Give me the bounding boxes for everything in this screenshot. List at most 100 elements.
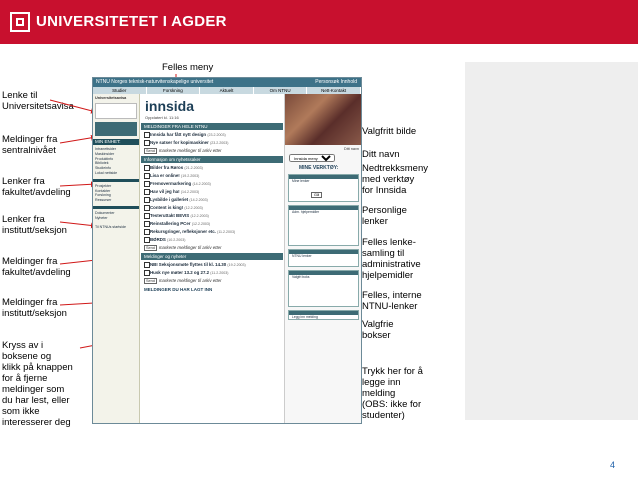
news-item-title[interactable]: Lysbilde i galleriet (150, 197, 189, 202)
sidebar-link-11[interactable]: Nyheter (95, 215, 108, 220)
box-label[interactable]: Legg inn melding (292, 314, 318, 319)
nav-item-aktuelt[interactable]: Aktuelt (200, 87, 254, 94)
news-item-date: (23.2.2003) (207, 133, 226, 137)
sidebar-link-1[interactable]: Maskinsider (95, 151, 115, 156)
sidebar-bottom-link[interactable]: Til NTNUs startside (95, 224, 127, 229)
news-item-date: (11.2.2003) (217, 230, 236, 234)
news-item[interactable]: Content is king! (12.2.2003) (144, 205, 280, 211)
news-item[interactable]: Husk nye møter 13.2 og 27.2 (11.2.2003) (144, 270, 280, 276)
news-item-date: (23.2.2003) (210, 141, 229, 145)
news-item[interactable]: Rekursgringer, refleksjoner etc. (11.2.2… (144, 229, 280, 235)
news-item[interactable]: Lisa er online! (19.2.2003) (144, 173, 280, 179)
personal-links-box: Mine lenker Gå (288, 174, 359, 203)
news-item-title[interactable]: Fremovermarkering (150, 181, 192, 186)
news-item-date: (19.2.2003) (181, 174, 200, 178)
box-label[interactable]: Adm. hjelpemidler (292, 210, 320, 215)
universitetsavisa-link[interactable]: Universitetsavisa (95, 96, 127, 100)
news-item-title[interactable]: Content is king! (150, 205, 184, 210)
news-item-title[interactable]: Nye satser for kopimaskiner (150, 140, 209, 145)
news-item[interactable]: Nye satser for kopimaskiner (23.2.2003) (144, 140, 280, 146)
my-posted-messages[interactable]: MELDINGER DU HAR LAGT INN (141, 286, 283, 293)
box-header (289, 249, 358, 254)
page-number: 4 (610, 460, 616, 470)
news-item[interactable]: Reinstallering PCer (12.2.2003) (144, 221, 280, 227)
sidebar-link-3[interactable]: Bibliotek (95, 161, 109, 166)
ntnu-navbar: Studier Forskning Aktuelt Om NTNU Nett-K… (93, 87, 361, 94)
innsida-right-sidebar: Ditt navn Innsida meny MINE VERKTØY: Min… (284, 94, 361, 423)
mark-send-button[interactable]: Send (144, 148, 157, 154)
ntnu-links-box: NTNU lenker (288, 248, 359, 268)
news-item[interactable]: Fremovermarkering (14.2.2003) (144, 181, 280, 187)
sidebar-divider (93, 178, 139, 182)
box-label[interactable]: Valgfri boks (292, 275, 310, 280)
go-button[interactable]: Gå (311, 192, 323, 199)
news-item-title[interactable]: Testeruttakt BEVIS (150, 213, 190, 218)
user-photo[interactable] (285, 94, 361, 145)
nav-item-studier[interactable]: Studier (93, 87, 147, 94)
news-item[interactable]: Bilder fra Røros (21.2.2003) (144, 165, 280, 171)
box-label[interactable]: NTNU lenker (292, 253, 312, 258)
news-item-title[interactable]: Hav vil jeg ha! (150, 189, 180, 194)
tools-dropdown[interactable]: Innsida meny (289, 154, 335, 162)
innsida-title: innsida (145, 98, 195, 114)
news-item[interactable]: BØRDS (10.2.2003) (144, 237, 280, 243)
ntnu-topbar-title: NTNU Norges teknisk-naturvitenskapelige … (96, 79, 214, 85)
news-item-title[interactable]: Husk nye møter 13.2 og 27.2 (150, 270, 210, 275)
nav-item-om-ntnu[interactable]: Om NTNU (254, 87, 308, 94)
nav-item-nett-kontakt[interactable]: Nett-Kontakt (307, 87, 361, 94)
news-item-date: (14.2.2003) (180, 190, 200, 194)
news-item-date: (14.2.2003) (189, 198, 208, 202)
ntnu-topbar-links[interactable]: Personsøk Innhold (315, 79, 357, 85)
news-item-title[interactable]: Innsida har fått nytt design (150, 132, 207, 137)
news-item-title[interactable]: NBI Seksjonsmøte flyttes til kl. 14.30 (150, 262, 227, 267)
news-item-title[interactable]: Lisa er online! (150, 173, 180, 178)
sidebar-link-8[interactable]: Forskning (95, 193, 111, 198)
mark-label: markerte meldinger til arkiv etter (158, 278, 222, 283)
mark-send-button[interactable]: Send (144, 278, 157, 284)
box-header (289, 175, 358, 179)
news-item-date: (12.2.2003) (190, 214, 209, 218)
news-item[interactable]: Lysbilde i galleriet (14.2.2003) (144, 197, 280, 203)
news-item-title[interactable]: Bilder fra Røros (150, 165, 184, 170)
nav-item-forskning[interactable]: Forskning (147, 87, 201, 94)
news-item-title[interactable]: Rekursgringer, refleksjoner etc. (150, 229, 216, 234)
sidebar-link-4[interactable]: Studieinfo (95, 166, 111, 171)
section-central: MELDINGER FRA HELE NTNU (141, 123, 283, 130)
innsida-main: innsida Oppdatert kl. 11:16 MELDINGER FR… (141, 94, 283, 423)
news-item-title[interactable]: BØRDS (150, 237, 166, 242)
mark-send-button[interactable]: Send (144, 245, 157, 251)
sidebar-link-7[interactable]: Kontakter (95, 188, 111, 193)
news-item-date: (14.2.2003) (192, 182, 211, 186)
sidebar-link-5[interactable]: Lokal nettside (95, 170, 118, 175)
sidebar-link-6[interactable]: Prosjekter (95, 183, 112, 188)
news-item[interactable]: NBI Seksjonsmøte flyttes til kl. 14.30 (… (144, 262, 280, 268)
box-header (289, 271, 358, 276)
post-message-box: Legg inn melding (288, 309, 359, 321)
my-unit-header: MIN ENHET: (93, 139, 139, 145)
news-item-title[interactable]: Reinstallering PCer (150, 221, 191, 226)
innsida-updated: Oppdatert kl. 11:16 (145, 115, 179, 120)
sidebar-link-2[interactable]: Produktinfo (95, 156, 114, 161)
news-item[interactable]: Innsida har fått nytt design (23.2.2003) (144, 132, 280, 138)
sidebar-link-9[interactable]: Ressurser (95, 198, 112, 203)
brand-title: UNIVERSITETET I AGDER (36, 13, 227, 30)
arrow-institutt-lenker (59, 221, 97, 229)
sidebar-link-10[interactable]: Dokumenter (95, 210, 115, 215)
ntnu-topbar: NTNU Norges teknisk-naturvitenskapelige … (93, 78, 361, 87)
innsida-screenshot: NTNU Norges teknisk-naturvitenskapelige … (92, 77, 362, 424)
box-label[interactable]: Mine lenker (292, 179, 310, 183)
box-header (289, 310, 358, 315)
sidebar-link-0[interactable]: Intranettsider (95, 147, 116, 151)
news-item[interactable]: Testeruttakt BEVIS (12.2.2003) (144, 213, 280, 219)
news-item[interactable]: Hav vil jeg ha! (14.2.2003) (144, 189, 280, 195)
news-item-date: (12.2.2003) (184, 206, 203, 210)
